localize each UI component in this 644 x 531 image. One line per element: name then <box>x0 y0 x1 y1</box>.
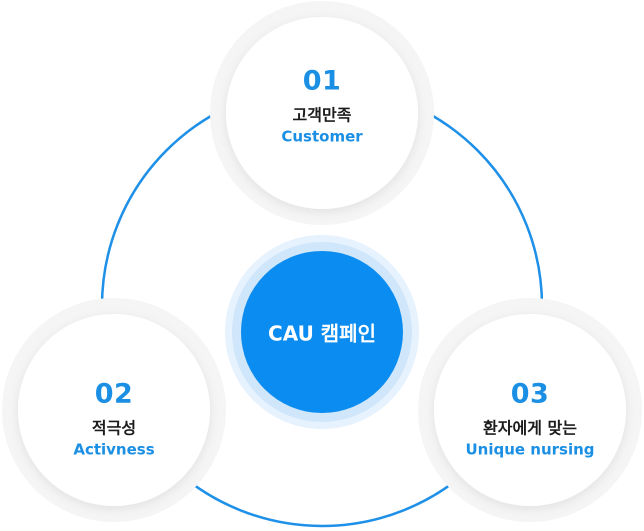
node-03-number: 03 <box>510 378 550 410</box>
node-01-title: 고객만족 <box>292 105 352 125</box>
node-03: 03 환자에게 맞는 Unique nursing <box>465 379 594 460</box>
node-02-number: 02 <box>94 378 134 410</box>
node-01-number: 01 <box>302 65 342 97</box>
node-03-subtitle: Unique nursing <box>465 440 595 459</box>
node-01: 01 고객만족 Customer <box>281 66 362 147</box>
node-01-subtitle: Customer <box>281 127 363 146</box>
node-03-title: 환자에게 맞는 <box>483 418 577 438</box>
center-label: CAU 캠페인 <box>268 321 376 346</box>
node-02-shape <box>2 298 226 522</box>
node-02: 02 적극성 Activness <box>73 379 154 460</box>
node-01-shape <box>210 1 434 225</box>
node-02-title: 적극성 <box>91 418 137 438</box>
node-02-subtitle: Activness <box>73 440 155 459</box>
center-circle <box>225 235 419 429</box>
node-03-shape <box>418 298 642 522</box>
